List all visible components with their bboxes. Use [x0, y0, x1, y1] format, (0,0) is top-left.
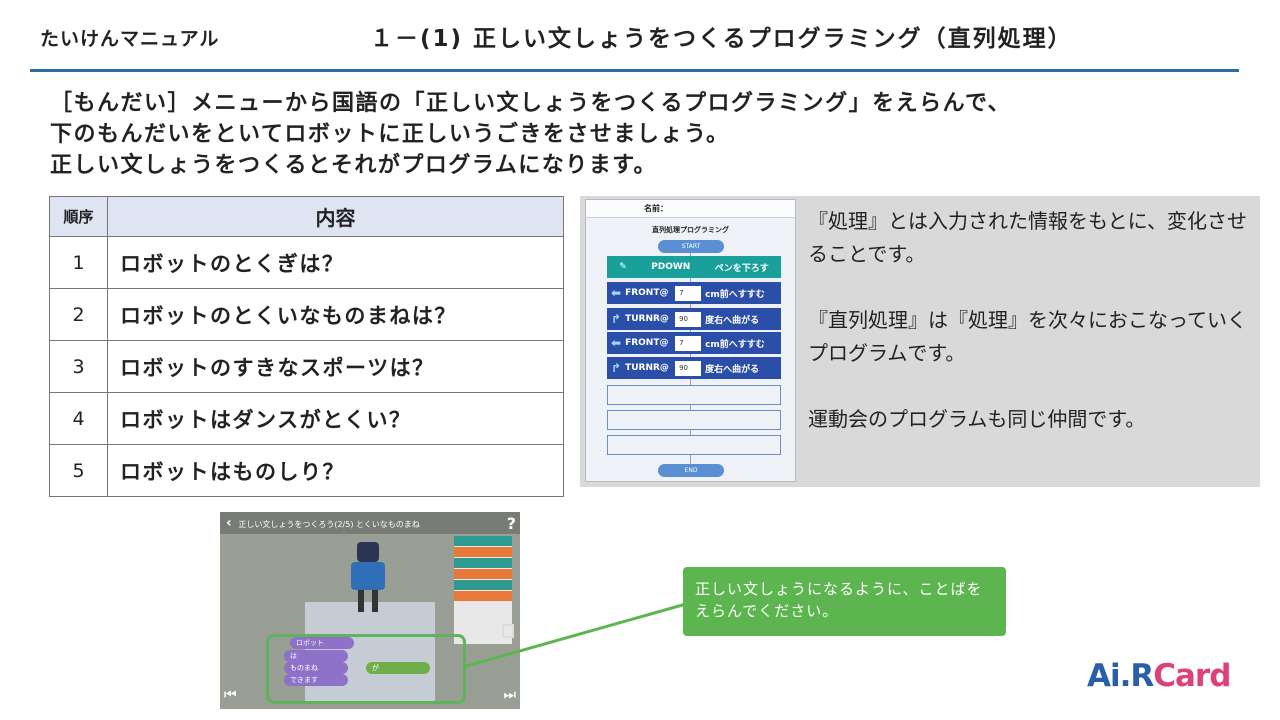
back-chevron-icon: ‹ — [226, 515, 232, 531]
block-name: TURNR@ — [625, 363, 669, 373]
turn-right-icon: ↱ — [611, 312, 622, 326]
arrow-left-icon: ⬅ — [611, 336, 622, 350]
row-question: ロボットのとくいなものまねは？ — [107, 288, 564, 341]
block-value: 90 — [675, 311, 702, 327]
explanation-text: 『処理』とは入力された情報をもとに、変化させることです。 『直列処理』は『処理』… — [808, 205, 1253, 469]
flow-connector — [690, 244, 691, 466]
table-row: 3 ロボットのすきなスポーツは？ — [49, 340, 564, 393]
airobot-card-logo: Ai.RCard — [1087, 658, 1231, 694]
row-question: ロボットはダンスがとくい？ — [107, 392, 564, 445]
instruction-line: ［もんだい］メニューから国語の「正しい文しょうをつくるプログラミング」をえらんで… — [50, 91, 1012, 116]
instruction-line: 下のもんだいをといてロボットに正しいうごきをさせましょう。 — [50, 122, 730, 147]
app-screenshot: ‹ 正しい文しょうをつくろう(2/5) とくいなものまね ? ロボット は もの… — [220, 512, 520, 709]
table-row: 5 ロボットはものしり？ — [49, 444, 564, 497]
block-label: 度右へ曲がる — [705, 364, 760, 375]
robot-legs — [358, 590, 378, 612]
empty-slot — [607, 435, 781, 455]
turn-right-icon: ↱ — [611, 361, 622, 375]
command-block: ↱ TURNR@ 90 度右へ曲がる — [607, 357, 781, 379]
block-name: FRONT@ — [625, 338, 669, 348]
block-name: PDOWN — [651, 262, 691, 272]
instruction-line: 正しい文しょうをつくるとそれがプログラムになります。 — [50, 153, 658, 178]
next-icon: ⏭ — [503, 687, 516, 703]
command-block: ↱ TURNR@ 90 度右へ曲がる — [607, 308, 781, 330]
arrow-left-icon: ⬅ — [611, 286, 622, 300]
empty-slot — [607, 410, 781, 430]
explanation-paragraph: 『直列処理』は『処理』を次々におこなっていくプログラムです。 — [808, 308, 1247, 365]
block-label: 度右へ曲がる — [705, 315, 760, 326]
word-card: できます — [284, 674, 348, 686]
list-item — [454, 580, 512, 590]
robot-head — [357, 542, 379, 562]
flowchart-title: 直列処理プログラミング — [652, 226, 729, 234]
end-pill: END — [658, 464, 724, 477]
header-divider — [30, 69, 1239, 72]
content-header: 内容 — [107, 196, 564, 237]
row-question: ロボットのとくぎは？ — [107, 236, 564, 289]
row-number: 1 — [49, 236, 108, 289]
trash-icon — [502, 624, 514, 638]
name-label: 名前： — [586, 200, 795, 218]
list-item — [454, 591, 512, 601]
pencil-icon: ✎ — [619, 262, 627, 272]
pdown-block: ✎ PDOWN ペンを下ろす — [607, 256, 781, 278]
manual-label: たいけんマニュアル — [40, 28, 220, 50]
question-table: 順序 内容 1 ロボットのとくぎは？ 2 ロボットのとくいなものまねは？ 3 ロ… — [49, 196, 564, 497]
block-label: ペンを下ろす — [714, 263, 769, 274]
table-row: 2 ロボットのとくいなものまねは？ — [49, 288, 564, 341]
block-name: TURNR@ — [625, 314, 669, 324]
word-card: ロボット — [290, 637, 354, 649]
prev-icon: ⏮ — [224, 687, 237, 703]
app-title-bar: ‹ 正しい文しょうをつくろう(2/5) とくいなものまね — [220, 512, 520, 534]
start-pill: START — [658, 240, 724, 253]
table-row: 4 ロボットはダンスがとくい？ — [49, 392, 564, 445]
list-item — [454, 536, 512, 546]
block-label: cm前へすすむ — [705, 339, 765, 350]
block-name: FRONT@ — [625, 288, 669, 298]
command-block: ⬅ FRONT@ 7 cm前へすすむ — [607, 332, 781, 354]
hint-callout: 正しい文しょうになるように、ことばをえらんでください。 — [683, 567, 1006, 636]
row-number: 4 — [49, 392, 108, 445]
page-title: １－(1) 正しい文しょうをつくるプログラミング（直列処理） — [370, 26, 1073, 52]
explanation-paragraph: 『処理』とは入力された情報をもとに、変化させることです。 — [808, 209, 1247, 266]
word-card: は — [284, 650, 348, 662]
row-question: ロボットのすきなスポーツは？ — [107, 340, 564, 393]
instructions: ［もんだい］メニューから国語の「正しい文しょうをつくるプログラミング」をえらんで… — [50, 88, 1011, 181]
table-row: 1 ロボットのとくぎは？ — [49, 236, 564, 289]
word-card: ものまね — [284, 662, 348, 674]
list-item — [454, 547, 512, 557]
app-screen-title: 正しい文しょうをつくろう(2/5) とくいなものまね — [238, 520, 420, 529]
help-icon: ? — [506, 514, 516, 533]
list-item — [454, 569, 512, 579]
word-card: が — [366, 662, 430, 674]
explanation-paragraph: 運動会のプログラムも同じ仲間です。 — [808, 407, 1146, 431]
logo-part: Ai.R — [1087, 658, 1154, 694]
robot-body — [351, 562, 385, 590]
flowchart-screenshot: 名前： 直列処理プログラミング START ✎ PDOWN ペンを下ろす ⬅ F… — [585, 199, 796, 482]
empty-slot — [607, 385, 781, 405]
block-value: 7 — [675, 285, 702, 301]
row-number: 5 — [49, 444, 108, 497]
selection-highlight — [266, 634, 466, 704]
block-label: cm前へすすむ — [705, 289, 765, 300]
block-value: 7 — [675, 335, 702, 351]
block-value: 90 — [675, 360, 702, 376]
logo-part: Card — [1153, 658, 1231, 694]
command-block: ⬅ FRONT@ 7 cm前へすすむ — [607, 282, 781, 304]
list-item — [454, 558, 512, 568]
row-question: ロボットはものしり？ — [107, 444, 564, 497]
